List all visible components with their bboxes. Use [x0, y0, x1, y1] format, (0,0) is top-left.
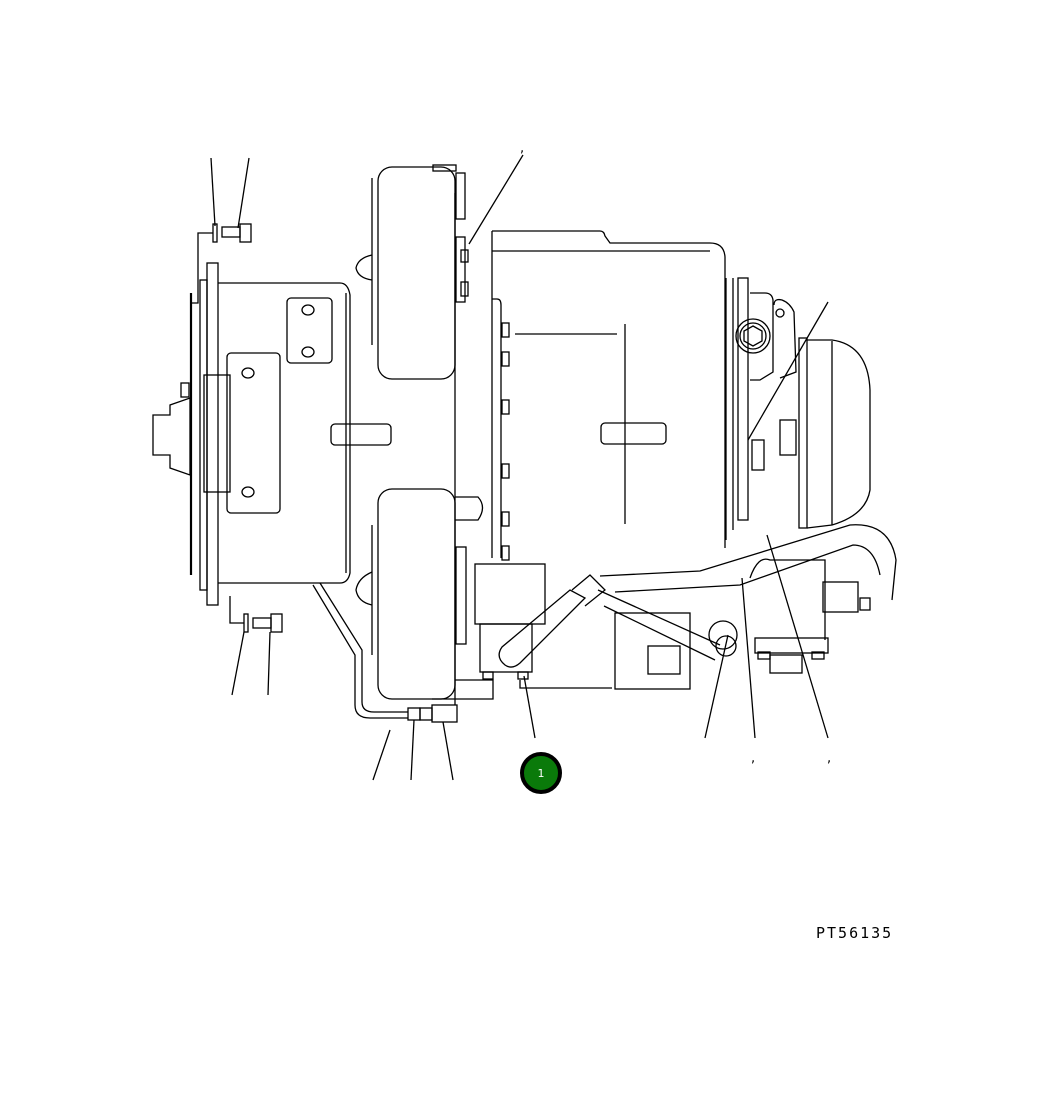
valve-assembly — [735, 277, 871, 529]
bolt-top-left — [190, 157, 252, 304]
leader-mark: , — [520, 141, 525, 156]
leader-lines — [372, 154, 829, 781]
part-callout-1[interactable]: 1 — [520, 752, 562, 794]
bolt-column — [501, 322, 510, 561]
leader-mark: , — [827, 751, 832, 766]
flywheel-flange — [152, 262, 351, 606]
upper-drum — [355, 164, 469, 380]
main-block — [491, 230, 734, 561]
bolt-bottom-left — [229, 596, 283, 696]
callout-label: 1 — [537, 766, 545, 780]
drain-line — [312, 582, 612, 723]
figure-code: PT56135 — [816, 924, 894, 942]
leader-mark: , — [751, 751, 756, 766]
hose-assembly — [474, 524, 897, 690]
mounting-plates — [226, 297, 333, 514]
lower-drum — [355, 488, 484, 700]
